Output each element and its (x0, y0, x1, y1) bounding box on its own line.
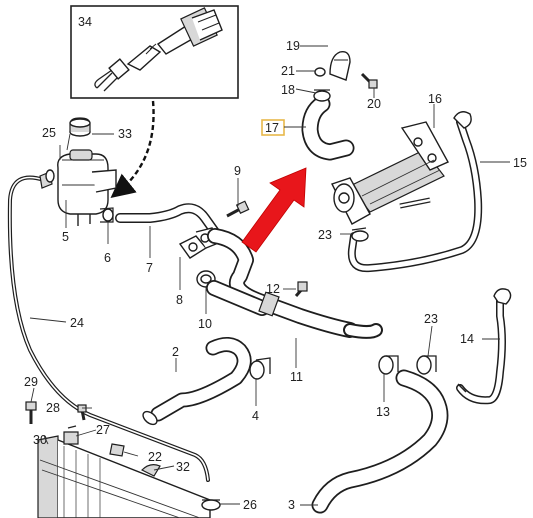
hose-3 (311, 369, 449, 514)
hose-24 (7, 175, 210, 482)
callout-34: 34 (78, 15, 92, 29)
clamp-18 (313, 89, 331, 102)
clamp-4 (249, 357, 271, 380)
hose-15 (347, 111, 483, 273)
hose-2 (142, 337, 252, 426)
sensor-connector-part (94, 7, 223, 92)
hose-14 (456, 288, 512, 405)
callout-28: 28 (46, 401, 60, 415)
hose-7 (115, 203, 220, 237)
callout-27: 27 (96, 423, 110, 437)
callout-29: 29 (24, 375, 38, 389)
highlight-box-17 (261, 119, 285, 136)
callout-22: 22 (148, 450, 162, 464)
callout-9: 9 (234, 164, 241, 178)
gasket-8 (178, 227, 217, 259)
clip-32 (140, 464, 161, 477)
tank-cap (69, 117, 91, 137)
leader-lines (29, 45, 510, 506)
clamp-23-upper (351, 227, 369, 242)
callout-11: 11 (290, 370, 303, 384)
hose-17 (301, 95, 355, 161)
callout-25: 25 (42, 126, 56, 140)
callout-24: 24 (70, 316, 84, 330)
clip-25 (39, 169, 55, 189)
callout-8: 8 (176, 293, 183, 307)
callout-19: 19 (286, 39, 300, 53)
callout-30: 30 (33, 433, 47, 447)
callout-4: 4 (252, 409, 259, 423)
expansion-tank (57, 149, 117, 226)
pipe-11 (206, 228, 383, 339)
callout-5: 5 (62, 230, 69, 244)
inset-box (70, 5, 239, 99)
callout-15: 15 (513, 156, 527, 170)
clamp-13 (378, 355, 399, 375)
egr-cooler-16 (331, 121, 449, 225)
clip-22 (109, 443, 125, 457)
bolt-12 (294, 281, 308, 297)
callout-17: 17 (265, 121, 279, 135)
callout-23-upper: 23 (318, 228, 332, 242)
bolt-20 (360, 72, 378, 89)
bolt-28 (77, 404, 87, 421)
inset-pointer-arrow (110, 100, 155, 199)
callout-32: 32 (176, 460, 190, 474)
callout-3: 3 (288, 498, 295, 512)
callout-21: 21 (281, 64, 295, 78)
callout-2: 2 (172, 345, 179, 359)
callout-26: 26 (243, 498, 257, 512)
callout-23-lower: 23 (424, 312, 438, 326)
clamp-26 (201, 499, 221, 511)
clamp-6 (99, 207, 114, 223)
callout-18: 18 (281, 83, 295, 97)
callout-14: 14 (460, 332, 474, 346)
bolt-29 (25, 401, 37, 424)
o-ring-21 (314, 67, 326, 77)
callout-13: 13 (376, 405, 390, 419)
callout-6: 6 (104, 251, 111, 265)
red-highlight-arrow (241, 167, 307, 253)
callout-33: 33 (118, 127, 132, 141)
callout-10: 10 (198, 317, 212, 331)
fitting-19 (329, 51, 351, 81)
callout-20: 20 (367, 97, 381, 111)
bolt-9 (226, 200, 250, 218)
callout-16: 16 (428, 92, 442, 106)
bracket-27 (63, 425, 79, 445)
callout-numbers: 34 19 21 18 20 16 17 15 25 33 5 6 7 9 8 … (24, 15, 527, 512)
callout-7: 7 (146, 261, 153, 275)
callout-12: 12 (266, 282, 280, 296)
clamp-23-lower (416, 355, 437, 375)
